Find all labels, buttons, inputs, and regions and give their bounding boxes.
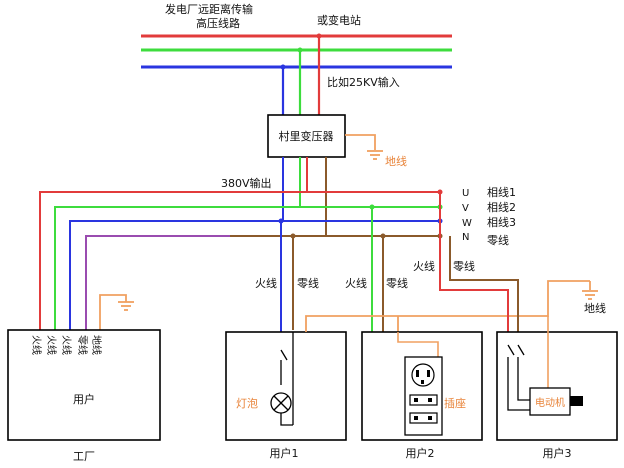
user2-neutral-node [380, 233, 386, 239]
socket-label: 插座 [444, 396, 466, 410]
bus-w-blue [69, 220, 440, 330]
factory-wire-1: 火线 [30, 335, 43, 355]
bus-v-green [54, 206, 440, 330]
user3-live-to-motor [507, 357, 530, 411]
output-note: 380V输出 [221, 176, 272, 190]
user1-switch-blade [280, 349, 288, 361]
phase-u-name: 相线1 [487, 185, 516, 199]
user3-switch2 [517, 344, 525, 356]
title-line2: 高压线路 [196, 16, 240, 30]
phase-v-name: 相线2 [487, 200, 516, 214]
user1-neutral-node [290, 233, 296, 239]
user3-switch1 [507, 344, 515, 356]
user1-box [225, 331, 347, 441]
user2-neutral-label: 零线 [386, 276, 408, 290]
bus-u-red [39, 191, 440, 330]
phase-n-letter: N [462, 232, 469, 243]
user1-caption: 用户1 [270, 446, 299, 460]
factory-wire-5: 地线 [90, 335, 103, 355]
user1-live-node [278, 218, 284, 224]
phase-n-name: 零线 [487, 233, 509, 247]
user3-box [496, 331, 618, 441]
factory-wire-4: 零线 [76, 335, 89, 355]
bus-n-purple [85, 235, 230, 330]
factory-wire-3: 火线 [60, 335, 73, 355]
phase-v-letter: V [462, 203, 469, 214]
hv-node-green [297, 47, 303, 53]
transformer-ground-wire [345, 134, 376, 150]
phase-w-name: 相线3 [487, 215, 516, 229]
user1-lamp-return [280, 413, 293, 426]
user3-caption: 用户3 [543, 446, 572, 460]
user3-neutral-drop [449, 236, 519, 345]
factory-inner-label: 用户 [73, 392, 95, 406]
phase-u-letter: U [462, 188, 469, 199]
motor-label: 电动机 [535, 396, 565, 409]
user1-neutral-label: 零线 [297, 276, 319, 290]
factory-ground-wire [99, 294, 127, 330]
user2-caption: 用户2 [406, 446, 435, 460]
user2-ground-in [397, 332, 439, 362]
user3-live-drop [439, 192, 509, 345]
lamp-icon [270, 392, 292, 414]
socket-icon [404, 356, 443, 436]
lamp-label: 灯泡 [236, 396, 258, 410]
user2-live-label: 火线 [345, 276, 367, 290]
input-note: 比如25KV输入 [327, 75, 400, 89]
hv-node-red [316, 33, 322, 39]
user3-neutral-to-motor [517, 357, 530, 401]
ground-symbol-transformer [367, 150, 383, 160]
phase-w-letter: W [462, 218, 472, 229]
user2-live-node [369, 204, 375, 210]
title-line1: 发电厂远距离传输 [165, 2, 253, 16]
factory-caption: 工厂 [73, 450, 95, 463]
motor-icon [529, 387, 583, 416]
transformer-ground-label: 地线 [385, 154, 407, 168]
factory-box [7, 329, 161, 441]
user3-neutral-label: 零线 [453, 259, 475, 273]
hv-node-blue [280, 64, 286, 70]
factory-wire-labels: 火线 火线 火线 零线 地线 [30, 335, 103, 355]
user1-live-label: 火线 [255, 276, 277, 290]
ground-symbol-factory [118, 301, 134, 311]
substation-label: 或变电站 [317, 13, 361, 27]
user3-live-label: 火线 [413, 259, 435, 273]
factory-wire-2: 火线 [45, 335, 58, 355]
ground-symbol-user3 [582, 290, 598, 300]
transformer-label: 村里变压器 [279, 129, 334, 143]
user3-ground-label: 地线 [584, 301, 606, 315]
